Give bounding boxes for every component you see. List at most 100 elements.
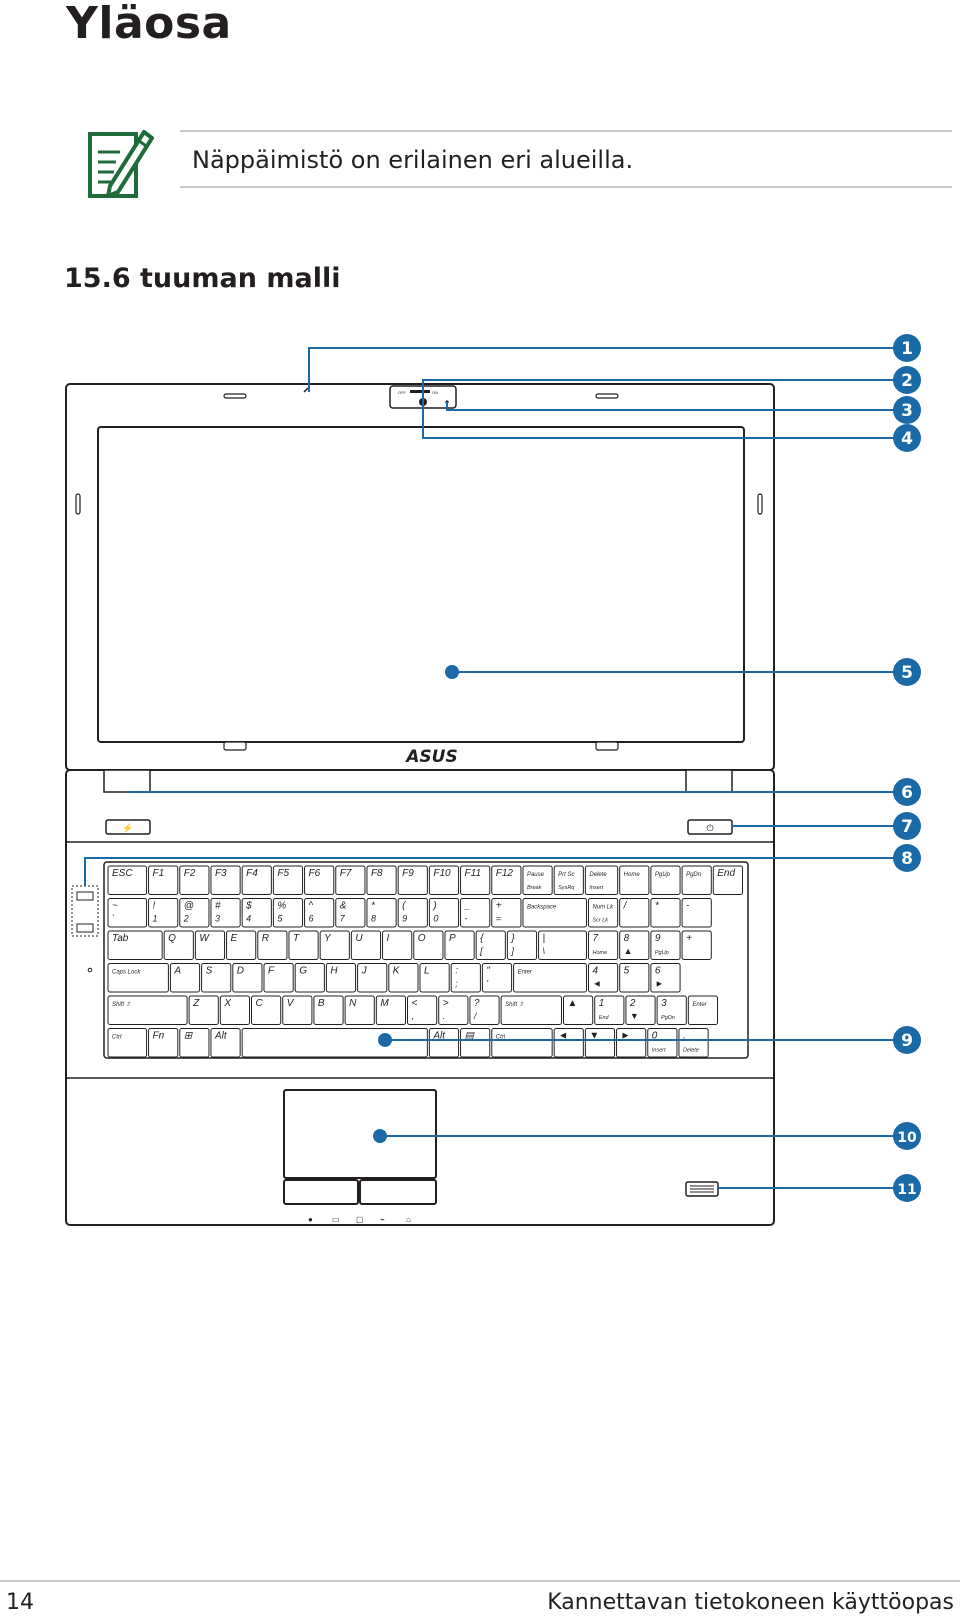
key-label: ~ (112, 901, 118, 912)
key-sublabel: , (412, 1011, 415, 1021)
key-label: H (330, 966, 338, 977)
key-sublabel: PgUp (655, 950, 669, 956)
key-5-0 (108, 1029, 147, 1058)
key-label: PgUp (655, 872, 671, 878)
key-sublabel: ► (655, 979, 664, 989)
key-sublabel: End (599, 1015, 610, 1021)
touchpad (284, 1090, 436, 1178)
key-label: D (237, 966, 244, 977)
brand-logo: ASUS (404, 747, 457, 767)
key-1-13 (523, 899, 587, 928)
page-title: Yläosa (66, 0, 232, 49)
key-sublabel: SysRq (558, 885, 575, 891)
display-panel (98, 427, 744, 742)
key-label: ESC (112, 868, 133, 879)
key-sublabel: 1 (153, 914, 158, 924)
key-sublabel: ◄ (592, 979, 601, 989)
key-label: ▲ (568, 998, 578, 1009)
key-sublabel: 9 (402, 914, 407, 924)
callout-number: 10 (897, 1130, 917, 1146)
key-label: F4 (246, 868, 258, 879)
key-label: Ctrl (112, 1035, 122, 1041)
key-sublabel: 4 (246, 914, 251, 924)
key-label: L (424, 966, 430, 977)
key-3-0 (108, 964, 168, 993)
key-label: R (262, 933, 269, 944)
key-label: # (215, 901, 221, 912)
key-label: M (380, 998, 389, 1009)
callout-number: 9 (901, 1031, 913, 1051)
key-sublabel: ▼ (630, 1011, 639, 1021)
key-label: < (412, 998, 418, 1009)
section-subtitle: 15.6 tuuman malli (64, 263, 340, 294)
callout-number: 8 (901, 849, 913, 869)
callout-number: 7 (901, 817, 913, 837)
key-sublabel: Home (592, 950, 607, 956)
note-top-rule (180, 130, 952, 132)
key-label: @ (184, 901, 194, 912)
key-label: A (173, 966, 181, 977)
key-label: 9 (655, 933, 661, 944)
key-sublabel: - (465, 914, 468, 924)
key-sublabel: 2 (183, 914, 189, 924)
key-label: F2 (184, 868, 196, 879)
key-sublabel: 8 (371, 914, 376, 924)
key-label: F11 (465, 868, 482, 879)
key-sublabel: ' (486, 979, 488, 989)
key-label: : (455, 966, 458, 977)
key-label: End (717, 868, 735, 879)
key-label: F1 (153, 868, 165, 879)
key-sublabel: PgDn (661, 1015, 675, 1021)
key-sublabel: 6 (309, 914, 314, 924)
svg-text:●: ● (308, 1215, 313, 1224)
page-number: 14 (6, 1590, 34, 1615)
key-label: F12 (496, 868, 514, 879)
key-label: Tab (112, 933, 129, 944)
svg-text:▢: ▢ (356, 1215, 364, 1224)
key-label: } (510, 933, 515, 944)
key-label: 1 (599, 998, 605, 1009)
callout-number: 4 (901, 429, 913, 449)
key-label: F9 (402, 868, 414, 879)
key-label: + (686, 933, 692, 944)
key-label: S (206, 966, 213, 977)
key-label: F6 (309, 868, 321, 879)
key-label: Q (168, 933, 176, 944)
key-label: E (231, 933, 238, 944)
key-label: Enter (692, 1002, 707, 1008)
note-text: Näppäimistö on erilainen eri alueilla. (192, 146, 633, 174)
key-label: Fn (153, 1031, 165, 1042)
key-label: Enter (518, 970, 533, 976)
key-label: + (496, 901, 502, 912)
key-label: F5 (277, 868, 289, 879)
key-label: Backspace (527, 905, 557, 911)
key-label: 4 (592, 966, 598, 977)
key-sublabel: Insert (589, 885, 603, 891)
key-label: 7 (592, 933, 598, 944)
svg-text:▭: ▭ (332, 1215, 340, 1224)
key-sublabel: 3 (215, 914, 220, 924)
key-label: 5 (624, 966, 630, 977)
key-label: P (449, 933, 456, 944)
callout-number: 11 (897, 1182, 916, 1198)
key-label: 3 (661, 998, 667, 1009)
key-label: Shift ⇧ (505, 1001, 524, 1008)
laptop-top-diagram: OFF ON ASUS ⚡ ⏻ ESCF1F2F3F4F5F6F7F8F9F10… (0, 330, 960, 1280)
key-sublabel: Delete (683, 1048, 699, 1054)
key-label: | (543, 933, 546, 944)
key-label: U (355, 933, 363, 944)
key-4-11 (501, 996, 561, 1025)
key-label: I (387, 933, 390, 944)
svg-text:⏻: ⏻ (706, 823, 713, 833)
key-label: C (256, 998, 264, 1009)
key-label: Z (192, 998, 200, 1009)
key-label: Delete (589, 872, 607, 878)
key-5-4 (242, 1029, 427, 1058)
hinge-left (104, 770, 150, 792)
key-0-18 (682, 866, 711, 895)
key-3-12 (514, 964, 587, 993)
key-sublabel: ▲ (624, 946, 633, 956)
key-sublabel: = (496, 914, 501, 924)
key-label: N (349, 998, 357, 1009)
